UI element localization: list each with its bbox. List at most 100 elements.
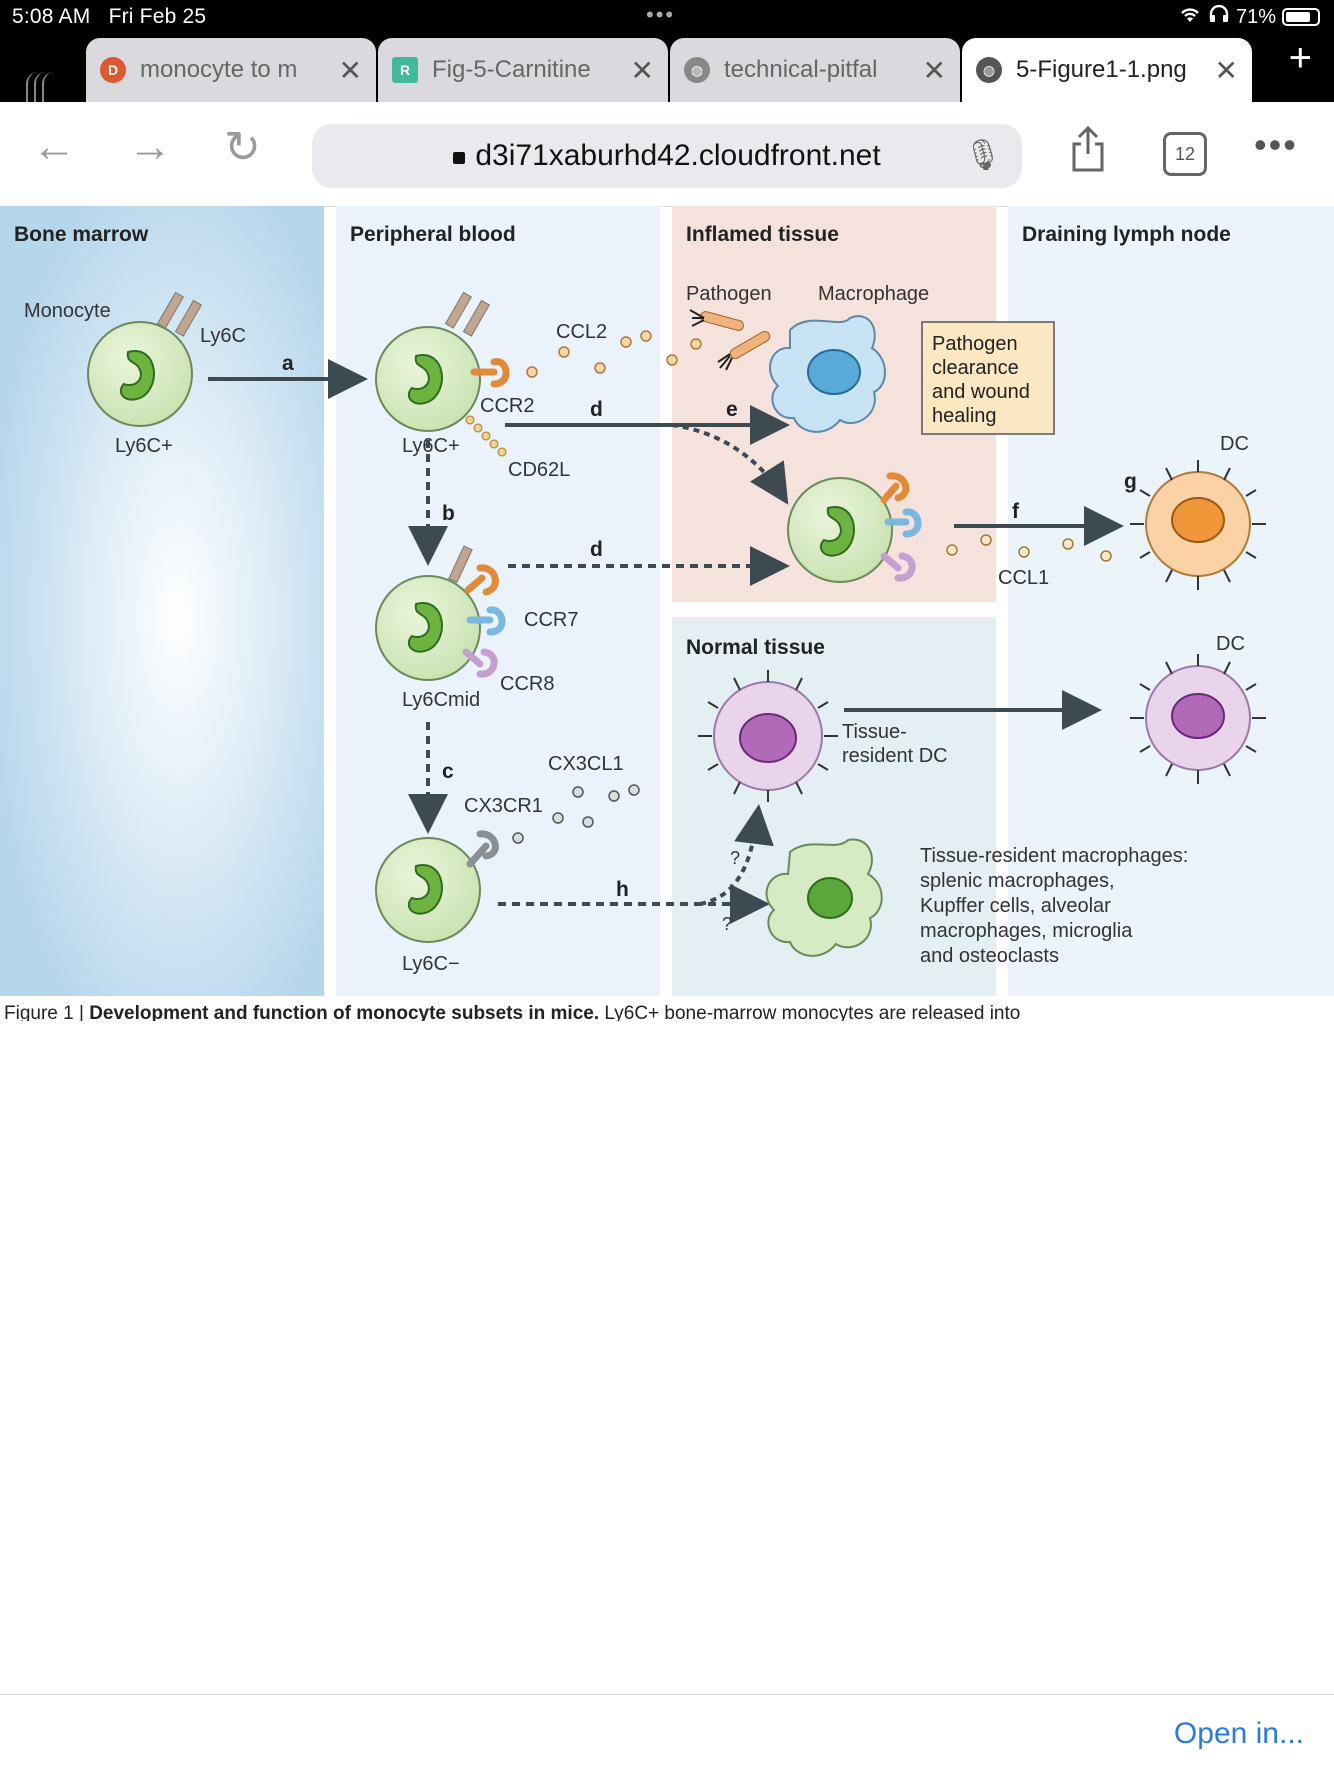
box-line-4: healing — [932, 405, 997, 427]
resident-text-line-2: splenic macrophages, — [920, 870, 1115, 892]
back-arrow-icon[interactable]: ← — [32, 122, 76, 171]
resident-text-line-5: and osteoclasts — [920, 945, 1059, 967]
close-tab-icon[interactable]: ✕ — [922, 54, 946, 86]
panel-title-bone-marrow: Bone marrow — [14, 223, 149, 246]
label-cx3cl1: CX3CL1 — [548, 753, 624, 775]
panel-title-draining-lymph-node: Draining lymph node — [1022, 223, 1231, 246]
headphones-icon — [1208, 4, 1230, 29]
arrow-label-e: e — [726, 398, 738, 421]
box-line-3: and wound — [932, 381, 1030, 403]
pb-ly6c-minus-cell — [375, 830, 499, 943]
address-bar[interactable]: d3i71xaburhd42.cloudfront.net 🎙 — [312, 124, 1022, 188]
researchgate-icon: R — [392, 57, 418, 83]
label-ccr8: CCR8 — [500, 673, 554, 695]
arrow-label-a: a — [282, 352, 294, 375]
label-ly6c-minus: Ly6C− — [402, 953, 460, 975]
arrow-label-b: b — [442, 502, 455, 525]
globe-icon: ◍ — [976, 57, 1002, 83]
wifi-icon — [1178, 5, 1202, 29]
close-tab-icon[interactable]: ✕ — [630, 54, 654, 86]
bottom-bar: Open in... — [0, 1694, 1334, 1780]
arrow-label-c: c — [442, 760, 454, 783]
pathogen-clearance-box — [921, 321, 1055, 435]
arrow-label-d-upper: d — [590, 398, 603, 421]
label-tissue-resident-dc-1: Tissue- — [842, 721, 907, 743]
close-tab-icon[interactable]: ✕ — [338, 54, 362, 86]
label-ly6c-plus-pb: Ly6C+ — [402, 435, 460, 457]
status-time: 5:08 AM Fri Feb 25 — [12, 5, 207, 28]
lock-icon — [453, 152, 466, 164]
arrow-label-h: h — [616, 878, 629, 901]
label-question-lower: ? — [722, 914, 732, 934]
label-ly6c-mid: Ly6Cmid — [402, 689, 480, 711]
pb-ly6c-mid-cell — [375, 545, 506, 681]
resident-text-line-4: macrophages, microglia — [920, 920, 1133, 942]
label-dc-upper: DC — [1220, 433, 1249, 455]
panel-title-peripheral-blood: Peripheral blood — [350, 223, 516, 246]
label-ccl2: CCL2 — [556, 321, 607, 343]
label-pathogen: Pathogen — [686, 283, 772, 305]
figure-caption: Figure 1 | Development and function of m… — [4, 1003, 1021, 1021]
resident-text-line-1: Tissue-resident macrophages: — [920, 845, 1188, 867]
label-ly6c: Ly6C — [200, 325, 246, 347]
status-right: 71% — [1178, 4, 1320, 29]
multitasking-dots-icon[interactable]: ••• — [646, 2, 676, 27]
microphone-icon[interactable]: 🎙 — [963, 139, 1002, 172]
share-icon[interactable] — [1068, 124, 1108, 179]
label-cx3cr1: CX3CR1 — [464, 795, 543, 817]
duckduckgo-icon: D — [100, 57, 126, 83]
pathogen-icon — [689, 309, 771, 371]
arrow-e-dashed — [671, 423, 789, 505]
box-line-2: clearance — [932, 357, 1019, 379]
tab-figure1-active[interactable]: ◍ 5-Figure1-1.png ✕ — [962, 38, 1252, 102]
dc-purple-cell — [1130, 654, 1266, 784]
box-line-1: Pathogen — [932, 333, 1018, 355]
label-dc-lower: DC — [1216, 633, 1245, 655]
dc-orange-cell — [1130, 460, 1266, 590]
resident-text-line-3: Kupffer cells, alveolar — [920, 895, 1111, 917]
arrow-label-g: g — [1124, 470, 1137, 493]
label-ly6c-plus-bm: Ly6C+ — [115, 435, 173, 457]
label-tissue-resident-dc-2: resident DC — [842, 745, 948, 767]
ccl2-chemokine-dots — [526, 330, 702, 378]
battery-icon — [1282, 8, 1320, 26]
label-monocyte: Monocyte — [24, 300, 111, 322]
close-tab-icon[interactable]: ✕ — [1214, 54, 1238, 86]
label-question-upper: ? — [730, 848, 740, 868]
tab-count-button[interactable]: 12 — [1163, 132, 1207, 176]
bm-monocyte-cell — [87, 291, 203, 427]
arrow-question-to-dc — [699, 804, 774, 906]
tissue-resident-dc-cell — [698, 670, 838, 802]
tab-fig5[interactable]: R Fig-5-Carnitine ✕ — [378, 38, 668, 102]
forward-arrow-icon[interactable]: → — [128, 122, 172, 171]
tab-monocyte[interactable]: D monocyte to m ✕ — [86, 38, 376, 102]
new-tab-plus-icon[interactable]: + — [1288, 36, 1312, 80]
url-text: d3i71xaburhd42.cloudfront.net — [475, 139, 881, 172]
label-ccr7: CCR7 — [524, 609, 578, 631]
figure-image: Bone marrow Peripheral blood Inflamed ti… — [0, 206, 1334, 1024]
inflamed-monocyte-cell — [787, 472, 922, 583]
globe-icon: ◍ — [684, 57, 710, 83]
pb-ly6c-plus-cell — [375, 291, 510, 457]
tab-technical[interactable]: ◍ technical-pitfal ✕ — [670, 38, 960, 102]
tissue-resident-macrophage-cell — [765, 838, 883, 957]
label-ccr2: CCR2 — [480, 395, 534, 417]
more-options-icon[interactable]: ••• — [1254, 124, 1298, 165]
battery-percent: 71% — [1235, 5, 1276, 28]
label-ccl1: CCL1 — [998, 567, 1049, 589]
arrow-label-f: f — [1012, 500, 1020, 523]
label-cd62l: CD62L — [508, 459, 570, 481]
browser-toolbar: ← → ↻ d3i71xaburhd42.cloudfront.net 🎙 12… — [0, 102, 1334, 207]
ccl1-chemokine-dots — [946, 534, 1112, 562]
reload-icon[interactable]: ↻ — [224, 123, 261, 172]
draining-lymph-node-panel — [1008, 206, 1334, 996]
monocyte-diagram: Bone marrow Peripheral blood Inflamed ti… — [0, 206, 1334, 996]
cx3cl1-chemokine-dots — [512, 784, 640, 844]
panel-title-inflamed-tissue: Inflamed tissue — [686, 223, 839, 246]
macrophage-cell — [769, 315, 886, 433]
arrow-label-d-lower: d — [590, 538, 603, 561]
tab-strip: D monocyte to m ✕ R Fig-5-Carnitine ✕ ◍ … — [0, 34, 1334, 136]
open-in-button[interactable]: Open in... — [1173, 1717, 1304, 1750]
panel-title-normal-tissue: Normal tissue — [686, 636, 825, 659]
status-bar: 5:08 AM Fri Feb 25 ••• 71% — [0, 0, 1334, 34]
